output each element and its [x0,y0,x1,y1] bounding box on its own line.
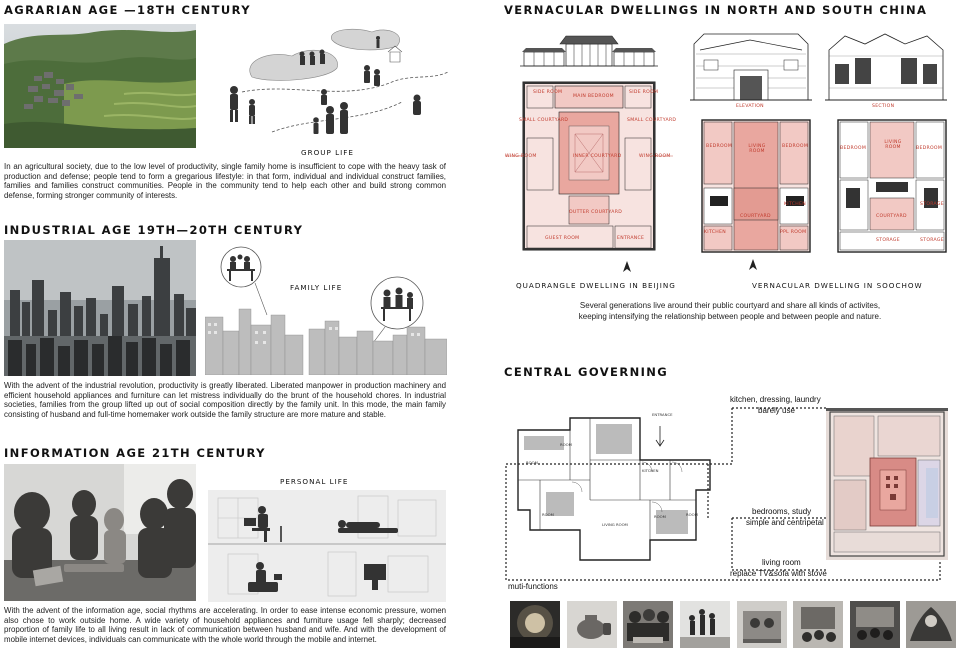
soochow-bedroom-right: BEDROOM [782,144,809,149]
soochow-plan-upper: LIVING ROOM BEDROOM BEDROOM STORAGE COUR… [836,118,948,254]
floor-plan-living-room: LIVING ROOM [602,522,628,527]
soochow-upper-storage-1: STORAGE [920,202,944,207]
group-life-illustration [212,22,449,160]
soochow-upper-storage-3: STORAGE [920,238,944,243]
plan-guest-room: GUEST ROOM [545,236,580,241]
plan-side-room-right: SIDE ROOM [629,90,659,95]
agrarian-village-photo [4,24,196,148]
apartment-floor-plan: ENTRANCE ROOM ROOM KITCHEN LIVING ROOM R… [510,400,740,562]
multifunction-thumb-7 [850,601,900,648]
information-paragraph: With the advent of the information age, … [4,606,446,644]
soochow-kitchen-b: KITCHEN [704,230,727,235]
beijing-quadrangle-plan: SIDE ROOM MAIN BEDROOM SIDE ROOM SMALL C… [505,78,677,256]
multifunction-thumb-1 [510,601,560,648]
multifunction-thumb-2 [567,601,617,648]
personal-life-label: PERSONAL LIFE [280,477,349,486]
kitchen-dressing-label: kitchen, dressing, laundry [730,395,821,404]
plan-inner-courtyard: INNER COURTYARD [573,154,622,159]
soochow-section-drawing [825,30,947,104]
multifunction-thumb-5 [737,601,787,648]
vernacular-description-line-1: Several generations live around their pu… [579,301,881,310]
plan-wing-room-left: WING-ROOM [505,154,537,159]
north-arrow-icon [622,258,632,272]
plan-small-courtyard-left: SMALL COURTYARD [519,118,569,123]
beijing-elevation-drawing [520,30,658,70]
beijing-caption: QUADRANGLE DWELLING IN BEIJING [516,281,676,290]
information-family-photo [4,464,196,601]
plan-entrance: ENTRANCE [617,236,645,241]
industrial-paragraph: With the advent of the industrial revolu… [4,381,446,419]
vernacular-description-line-2: keeping intensifying the relationship be… [578,312,882,321]
personal-life-illustration [208,470,446,602]
central-governing-heading: CENTRAL GOVERNING [504,365,669,379]
agrarian-heading: AGRARIAN AGE —18TH CENTURY [4,3,251,17]
soochow-plan-ground: BEDROOM LIVING ROOM BEDROOM KITCHEN COUR… [700,118,812,254]
multi-functions-label: muti-functions [508,582,558,591]
family-life-label: FAMILY LIFE [290,283,343,292]
soochow-upper-living-room: LIVING ROOM [884,140,902,150]
industrial-heading: INDUSTRIAL AGE 19TH—20TH CENTURY [4,223,304,237]
soochow-living-room: LIVING ROOM [748,144,766,154]
floor-plan-room-c: ROOM [542,512,554,517]
plan-small-courtyard-right: SMALL COURTYARD [627,118,677,123]
information-heading: INFORMATION AGE 21TH CENTURY [4,446,266,460]
soochow-section-label: SECTION [872,104,895,109]
plan-wing-room-right: WING-ROOM [639,154,671,159]
simple-centripetal-label: simple and centripetal [746,518,824,527]
plan-main-bedroom: MAIN BEDROOM [573,94,614,99]
family-life-illustration [204,245,448,376]
soochow-bedroom-left: BEDROOM [706,144,733,149]
soochow-upper-courtyard: COURTYARD [876,214,907,219]
soochow-caption: VERNACULAR DWELLING IN SOOCHOW [752,281,923,290]
soochow-upper-bedroom-left: BEDROOM [840,146,867,151]
north-arrow-icon-2 [748,256,758,270]
plan-side-room-left: SIDE ROOM [533,90,563,95]
soochow-elevation-label: ELEVATION [736,104,764,109]
soochow-kitchen: KITCHEN [784,202,807,207]
group-life-label: GROUP LIFE [301,148,354,157]
multifunction-thumb-4 [680,601,730,648]
industrial-city-photo [4,240,196,376]
plan-outter-courtyard: OUTTER COURTYARD [569,210,623,215]
soochow-elevation-drawing [690,30,812,104]
floor-plan-room-d: ROOM [654,514,666,519]
barely-use-label: barely use [758,406,795,415]
soochow-courtyard: COURTYARD [740,214,771,219]
multifunction-thumb-3 [623,601,673,648]
living-room-label: living room [762,558,801,567]
agrarian-paragraph: In an agricultural society, due to the l… [4,162,446,200]
replace-tv-label: replace TV&sofa with stove [730,569,827,578]
vernacular-heading: VERNACULAR DWELLINGS IN NORTH AND SOUTH … [504,3,928,17]
vernacular-description: Several generations live around their pu… [504,300,956,322]
floor-plan-room-a: ROOM [560,442,572,447]
floor-plan-kitchen: KITCHEN [642,468,659,473]
multifunction-thumb-8 [906,601,956,648]
soochow-ppl-room: PPL ROOM [780,230,807,235]
floor-plan-room-b: ROOM [526,460,538,465]
floor-plan-room-e: ROOM [686,512,698,517]
multifunction-thumb-6 [793,601,843,648]
apartment-3d-render [826,408,948,560]
bedrooms-study-label: bedrooms, study [752,507,812,516]
soochow-upper-storage-2: STORAGE [876,238,900,243]
floor-plan-entrance-label: ENTRANCE [652,412,673,417]
soochow-upper-bedroom-right: BEDROOM [916,146,943,151]
